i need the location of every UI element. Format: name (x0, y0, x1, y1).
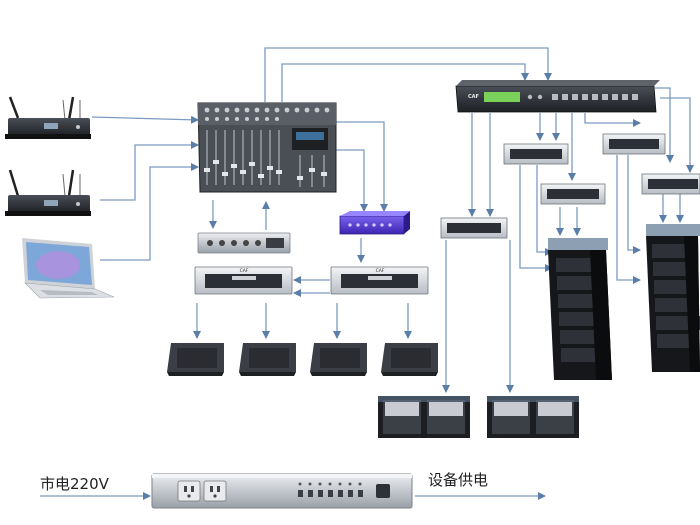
power-amplifier-left: CAF (194, 266, 293, 295)
power-amplifier-right: CAF (330, 266, 429, 295)
monitor-speaker-icon (310, 343, 367, 376)
audio-mixer (197, 102, 337, 193)
processor-brand-label: CAF (468, 94, 479, 100)
mains-power-label: 市电220V (40, 475, 110, 493)
power-outlet-icon (203, 480, 227, 502)
power-outlet-icon (177, 480, 201, 502)
power-amplifier-main-1 (440, 217, 508, 239)
line-array-speaker-icon (646, 224, 700, 372)
amp-brand-label: CAF (376, 268, 385, 274)
subwoofer-icon (378, 396, 470, 438)
line-array-left (548, 238, 612, 380)
crossover-unit (339, 211, 410, 235)
speaker-processor: CAF (455, 80, 660, 113)
power-amplifier-main-2 (503, 143, 569, 165)
power-sequencer (151, 473, 413, 509)
monitor-speaker-icon (381, 343, 438, 376)
power-amplifier-main-4 (602, 133, 666, 155)
power-amplifier-main-3 (540, 183, 606, 205)
equipment-power-label: 设备供电 (428, 471, 488, 489)
wireless-microphone-icon (5, 169, 91, 216)
laptop-icon (22, 238, 115, 299)
monitor-speaker-icon (239, 343, 296, 376)
connection-lines (40, 47, 694, 500)
wireless-mic-receiver-2 (5, 169, 91, 216)
stage-monitors (167, 343, 438, 376)
line-array-speaker-icon (548, 238, 612, 380)
graphic-equalizer (197, 232, 291, 254)
subwoofer-left (378, 396, 470, 438)
amp-brand-label: CAF (240, 268, 249, 274)
subwoofer-icon (487, 396, 579, 438)
monitor-speaker-icon (167, 343, 224, 376)
power-amplifier-main-5 (641, 173, 700, 195)
line-array-right (646, 224, 700, 372)
subwoofer-right (487, 396, 579, 438)
wireless-microphone-icon (5, 96, 91, 139)
wireless-mic-receiver-1 (5, 96, 91, 139)
